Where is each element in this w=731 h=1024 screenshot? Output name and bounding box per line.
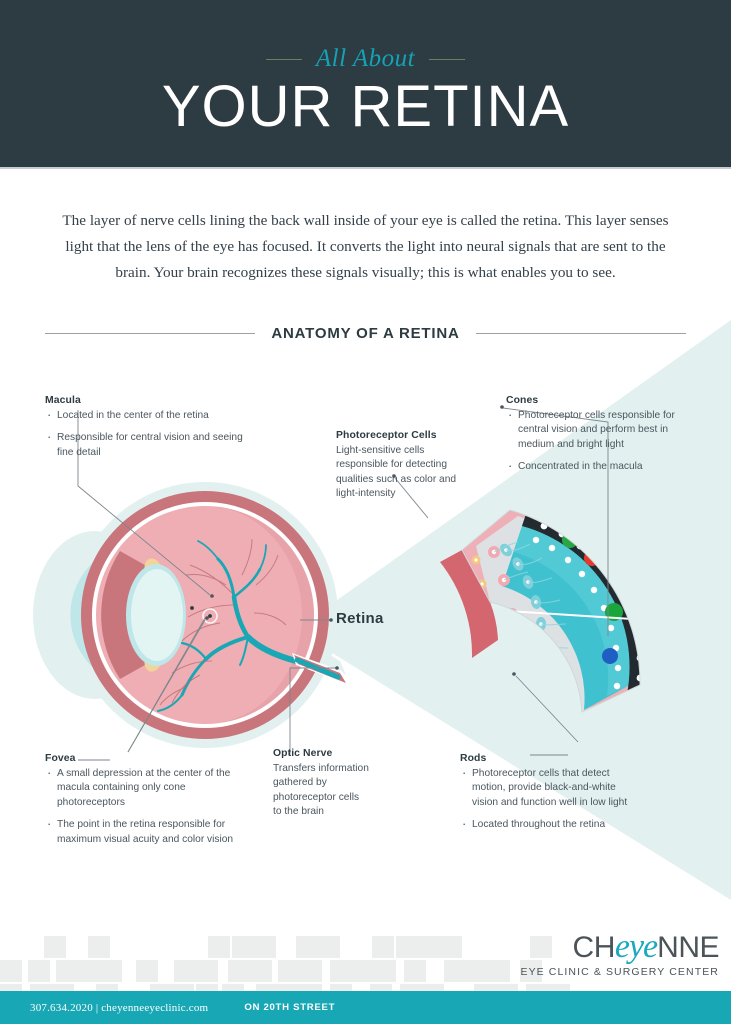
callout-fovea-bullets: A small depression at the center of the …	[45, 766, 245, 847]
choroid-cut-face	[440, 550, 498, 658]
section-header: ANATOMY OF A RETINA	[45, 325, 687, 342]
section-rule-left	[45, 333, 256, 334]
lens	[131, 569, 183, 661]
logo-part-eye: eye	[614, 928, 658, 965]
footer-street: ON 20TH STREET	[244, 1002, 336, 1013]
retina-layers-illustration	[440, 509, 641, 713]
page-title: YOUR RETINA	[161, 74, 570, 139]
logo-part-nne: NNE	[657, 931, 719, 964]
callout-cones: Cones Photoreceptor cells responsible fo…	[506, 395, 691, 475]
retina-label: Retina	[336, 610, 384, 627]
callout-macula: Macula Located in the center of the reti…	[45, 395, 260, 460]
callout-cones-bullets: Photoreceptor cells responsible for cent…	[506, 408, 691, 475]
callout-optic-nerve: Optic Nerve Transfers information gather…	[273, 748, 369, 820]
callout-photoreceptor-cells-body: Light-sensitive cells responsible for de…	[336, 445, 457, 500]
callout-optic-nerve-title: Optic Nerve	[273, 748, 333, 759]
header-divider	[0, 167, 731, 169]
clinic-logo: CHeyeNNE EYE CLINIC & SURGERY CENTER	[520, 928, 720, 979]
anatomy-diagram-stage: Macula Located in the center of the reti…	[0, 300, 731, 900]
fovea-marker	[208, 614, 212, 618]
section-title: ANATOMY OF A RETINA	[271, 325, 460, 342]
page-header: All About YOUR RETINA	[0, 0, 731, 168]
list-item: Concentrated in the macula	[506, 459, 691, 474]
list-item: A small depression at the center of the …	[45, 766, 245, 810]
eye-cross-section-illustration	[33, 482, 350, 748]
callout-cones-title: Cones	[506, 395, 539, 406]
section-rule-right	[475, 333, 687, 334]
macula-point	[190, 606, 194, 610]
kicker-dash-right	[429, 58, 466, 60]
macula-marker	[202, 608, 218, 624]
footer-contact-bar: 307.634.2020 | cheyenneeyeclinic.com ON …	[0, 991, 731, 1024]
callout-macula-title: Macula	[45, 395, 81, 406]
kicker-text: All About	[315, 45, 416, 72]
cone-cell-blue	[602, 648, 618, 664]
logo-part-ch: CH	[572, 931, 616, 964]
callout-rods: Rods Photoreceptor cells that detect mot…	[460, 753, 640, 833]
logo-wordmark: CHeyeNNE	[520, 928, 720, 965]
list-item: Located throughout the retina	[460, 817, 640, 832]
list-item: Located in the center of the retina	[45, 408, 260, 423]
cone-cell-green-lower	[605, 603, 623, 621]
logo-subtitle: EYE CLINIC & SURGERY CENTER	[520, 966, 719, 978]
callout-photoreceptor-cells-title: Photoreceptor Cells	[336, 430, 437, 441]
callout-rods-bullets: Photoreceptor cells that detect motion, …	[460, 766, 640, 833]
callout-fovea-title: Fovea	[45, 753, 76, 764]
list-item: Photoreceptor cells responsible for cent…	[506, 408, 691, 452]
list-item: The point in the retina responsible for …	[45, 817, 245, 847]
list-item: Responsible for central vision and seein…	[45, 430, 260, 460]
kicker-dash-left	[265, 58, 302, 60]
optic-nerve	[292, 653, 350, 685]
intro-paragraph: The layer of nerve cells lining the back…	[62, 212, 669, 281]
wedge-outline	[461, 509, 641, 713]
callout-rods-title: Rods	[460, 753, 487, 764]
footer-pixel-pattern	[0, 936, 570, 992]
list-item: Photoreceptor cells that detect motion, …	[460, 766, 640, 810]
header-kicker: All About	[0, 45, 731, 73]
callout-macula-bullets: Located in the center of the retina Resp…	[45, 408, 260, 460]
callout-fovea: Fovea A small depression at the center o…	[45, 753, 245, 847]
footer-phone-website[interactable]: 307.634.2020 | cheyenneeyeclinic.com	[30, 1001, 209, 1014]
callout-photoreceptor-cells: Photoreceptor Cells Light-sensitive cell…	[336, 430, 468, 502]
leader-dots	[205, 405, 516, 676]
callout-optic-nerve-body: Transfers information gathered by photor…	[273, 763, 369, 818]
